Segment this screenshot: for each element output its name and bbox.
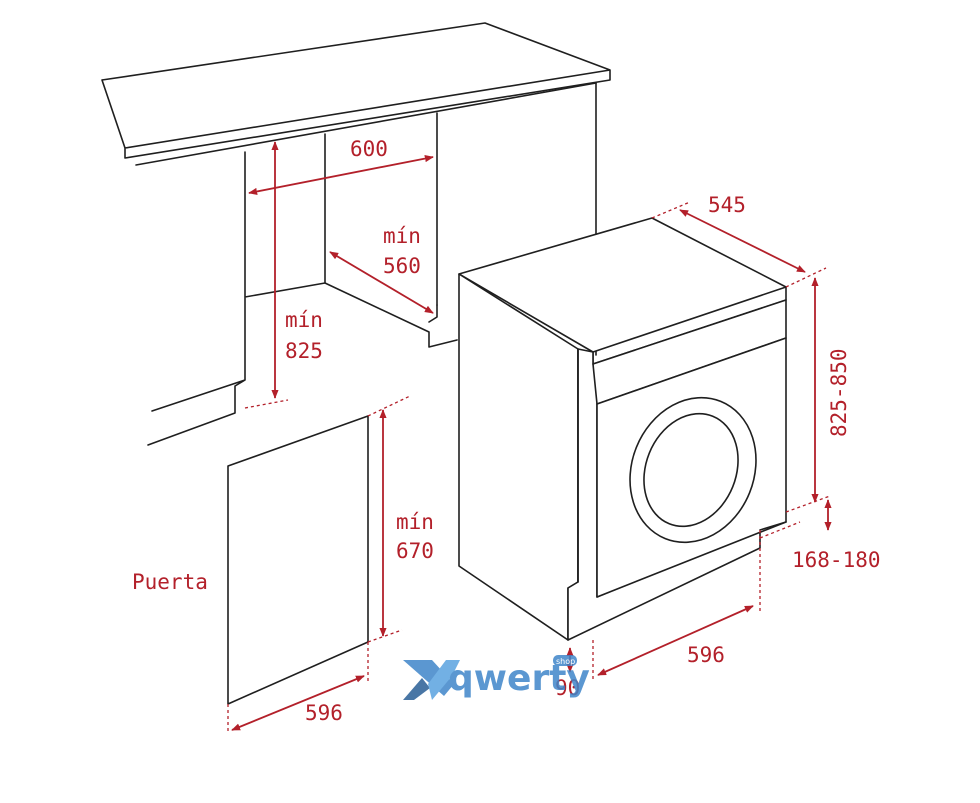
- label-machine-height: 825-850: [827, 348, 851, 437]
- washing-machine: [458, 217, 787, 641]
- label-niche-height-prefix: mín: [285, 308, 323, 332]
- label-niche-depth: 560: [383, 254, 421, 278]
- dim-machine-width: [597, 605, 754, 676]
- dim-niche-depth: [329, 251, 434, 314]
- dim-niche-width: [248, 155, 434, 195]
- label-machine-depth: 545: [708, 193, 746, 217]
- label-niche-depth-prefix: mín: [383, 224, 421, 248]
- label-plinth: 168-180: [792, 548, 881, 572]
- label-door-height-prefix: mín: [396, 510, 434, 534]
- porthole-outer: [629, 396, 757, 544]
- watermark-badge-text: shop: [556, 657, 575, 666]
- label-niche-height: 825: [285, 339, 323, 363]
- left-cabinet-wall: [147, 151, 326, 446]
- dim-door-width: [231, 675, 365, 731]
- watermark-x-logo: [403, 660, 460, 700]
- porthole-inner: [643, 412, 739, 528]
- countertop-underside: [135, 82, 597, 166]
- label-door-height: 670: [396, 539, 434, 563]
- label-machine-width: 596: [687, 643, 725, 667]
- watermark: qwerty shop: [403, 655, 590, 700]
- label-door: Puerta: [132, 570, 208, 594]
- label-offset: 90: [555, 676, 580, 700]
- label-niche-width: 600: [350, 137, 388, 161]
- door-panel: [227, 415, 369, 705]
- label-door-width: 596: [305, 701, 343, 725]
- dim-machine-depth: [679, 209, 806, 273]
- countertop: [101, 22, 611, 159]
- labels: 600 mín 560 mín 825 mín 670 Puerta 596 5…: [132, 137, 881, 725]
- watermark-badge: [553, 655, 577, 666]
